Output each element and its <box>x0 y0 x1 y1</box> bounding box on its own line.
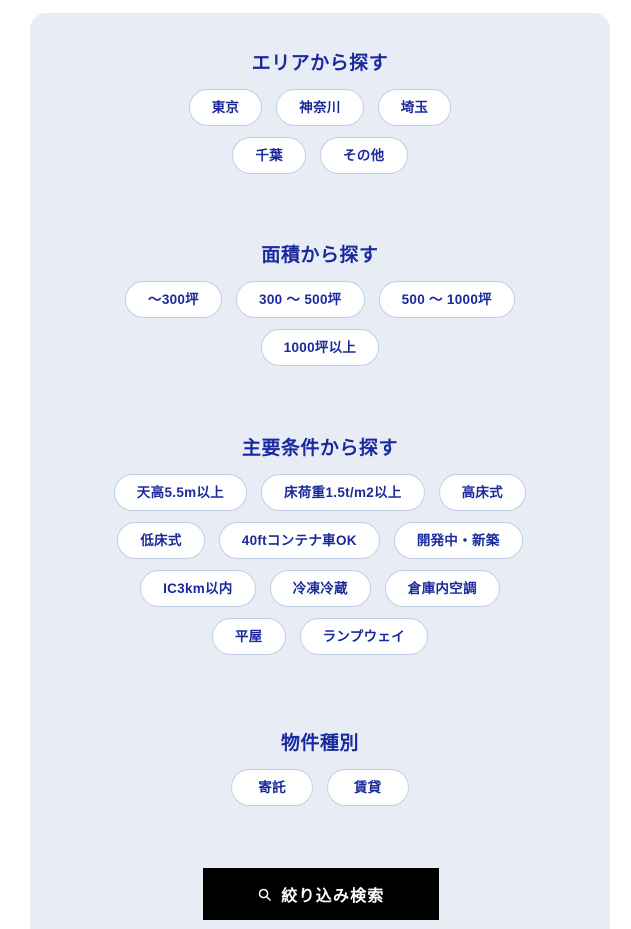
filter-pill-chiba[interactable]: 千葉 <box>232 137 307 174</box>
filter-pill-ic-within-3km[interactable]: IC3km以内 <box>140 570 256 607</box>
section-property-type: 物件種別 寄託 賃貸 <box>30 728 610 817</box>
section-size-pills: 〜300坪 300 〜 500坪 500 〜 1000坪 1000坪以上 <box>30 281 610 366</box>
filter-pill-size-under-300[interactable]: 〜300坪 <box>125 281 223 318</box>
search-icon <box>259 888 272 901</box>
pill-row: 天高5.5m以上 床荷重1.5t/m2以上 高床式 <box>30 474 610 511</box>
section-area-pills: 東京 神奈川 埼玉 千葉 その他 <box>30 89 610 174</box>
filter-pill-40ft-container-ok[interactable]: 40ftコンテナ車OK <box>218 522 380 559</box>
refine-search-button[interactable]: 絞り込み検索 <box>203 868 439 920</box>
filter-pill-other-area[interactable]: その他 <box>320 137 408 174</box>
filter-pill-ceiling-height[interactable]: 天高5.5m以上 <box>113 474 248 511</box>
filter-pill-kanagawa[interactable]: 神奈川 <box>276 89 364 126</box>
section-conditions: 主要条件から探す 天高5.5m以上 床荷重1.5t/m2以上 高床式 低床式 4… <box>30 433 610 666</box>
filter-pill-high-floor[interactable]: 高床式 <box>438 474 527 511</box>
filter-pill-size-over-1000[interactable]: 1000坪以上 <box>260 329 380 366</box>
filter-pill-rampway[interactable]: ランプウェイ <box>299 618 428 655</box>
section-property-type-title: 物件種別 <box>280 733 359 754</box>
filter-pill-deposit[interactable]: 寄託 <box>231 769 313 806</box>
filter-pill-under-development-new[interactable]: 開発中・新築 <box>393 522 523 559</box>
section-size: 面積から探す 〜300坪 300 〜 500坪 500 〜 1000坪 1000… <box>30 240 610 377</box>
filter-pill-size-300-500[interactable]: 300 〜 500坪 <box>236 281 365 318</box>
section-area: エリアから探す 東京 神奈川 埼玉 千葉 その他 <box>30 48 610 185</box>
pill-row: 1000坪以上 <box>30 329 610 366</box>
filter-pill-lease[interactable]: 賃貸 <box>327 769 409 806</box>
section-property-type-pills: 寄託 賃貸 <box>30 769 610 806</box>
section-area-title: エリアから探す <box>251 53 389 74</box>
filter-pill-size-500-1000[interactable]: 500 〜 1000坪 <box>378 281 515 318</box>
section-size-title: 面積から探す <box>261 245 379 266</box>
pill-row: 東京 神奈川 埼玉 <box>30 89 610 126</box>
section-conditions-title: 主要条件から探す <box>241 438 398 459</box>
filter-pill-warehouse-air-conditioning[interactable]: 倉庫内空調 <box>384 570 500 607</box>
filter-pill-saitama[interactable]: 埼玉 <box>377 89 452 126</box>
filter-pill-low-floor[interactable]: 低床式 <box>117 522 205 559</box>
pill-row: 〜300坪 300 〜 500坪 500 〜 1000坪 <box>30 281 610 318</box>
property-search-panel: エリアから探す 東京 神奈川 埼玉 千葉 その他 面積から探す 〜300坪 30… <box>30 13 610 929</box>
filter-pill-floor-load[interactable]: 床荷重1.5t/m2以上 <box>261 474 425 511</box>
filter-pill-tokyo[interactable]: 東京 <box>188 89 263 126</box>
filter-pill-single-story[interactable]: 平屋 <box>211 618 286 655</box>
pill-row: 平屋 ランプウェイ <box>30 618 610 655</box>
pill-row: IC3km以内 冷凍冷蔵 倉庫内空調 <box>30 570 610 607</box>
pill-row: 低床式 40ftコンテナ車OK 開発中・新築 <box>30 522 610 559</box>
pill-row: 千葉 その他 <box>30 137 610 174</box>
refine-search-label: 絞り込み検索 <box>281 888 385 905</box>
filter-pill-refrigerated[interactable]: 冷凍冷蔵 <box>269 570 371 607</box>
section-conditions-pills: 天高5.5m以上 床荷重1.5t/m2以上 高床式 低床式 40ftコンテナ車O… <box>30 474 610 655</box>
pill-row: 寄託 賃貸 <box>30 769 610 806</box>
